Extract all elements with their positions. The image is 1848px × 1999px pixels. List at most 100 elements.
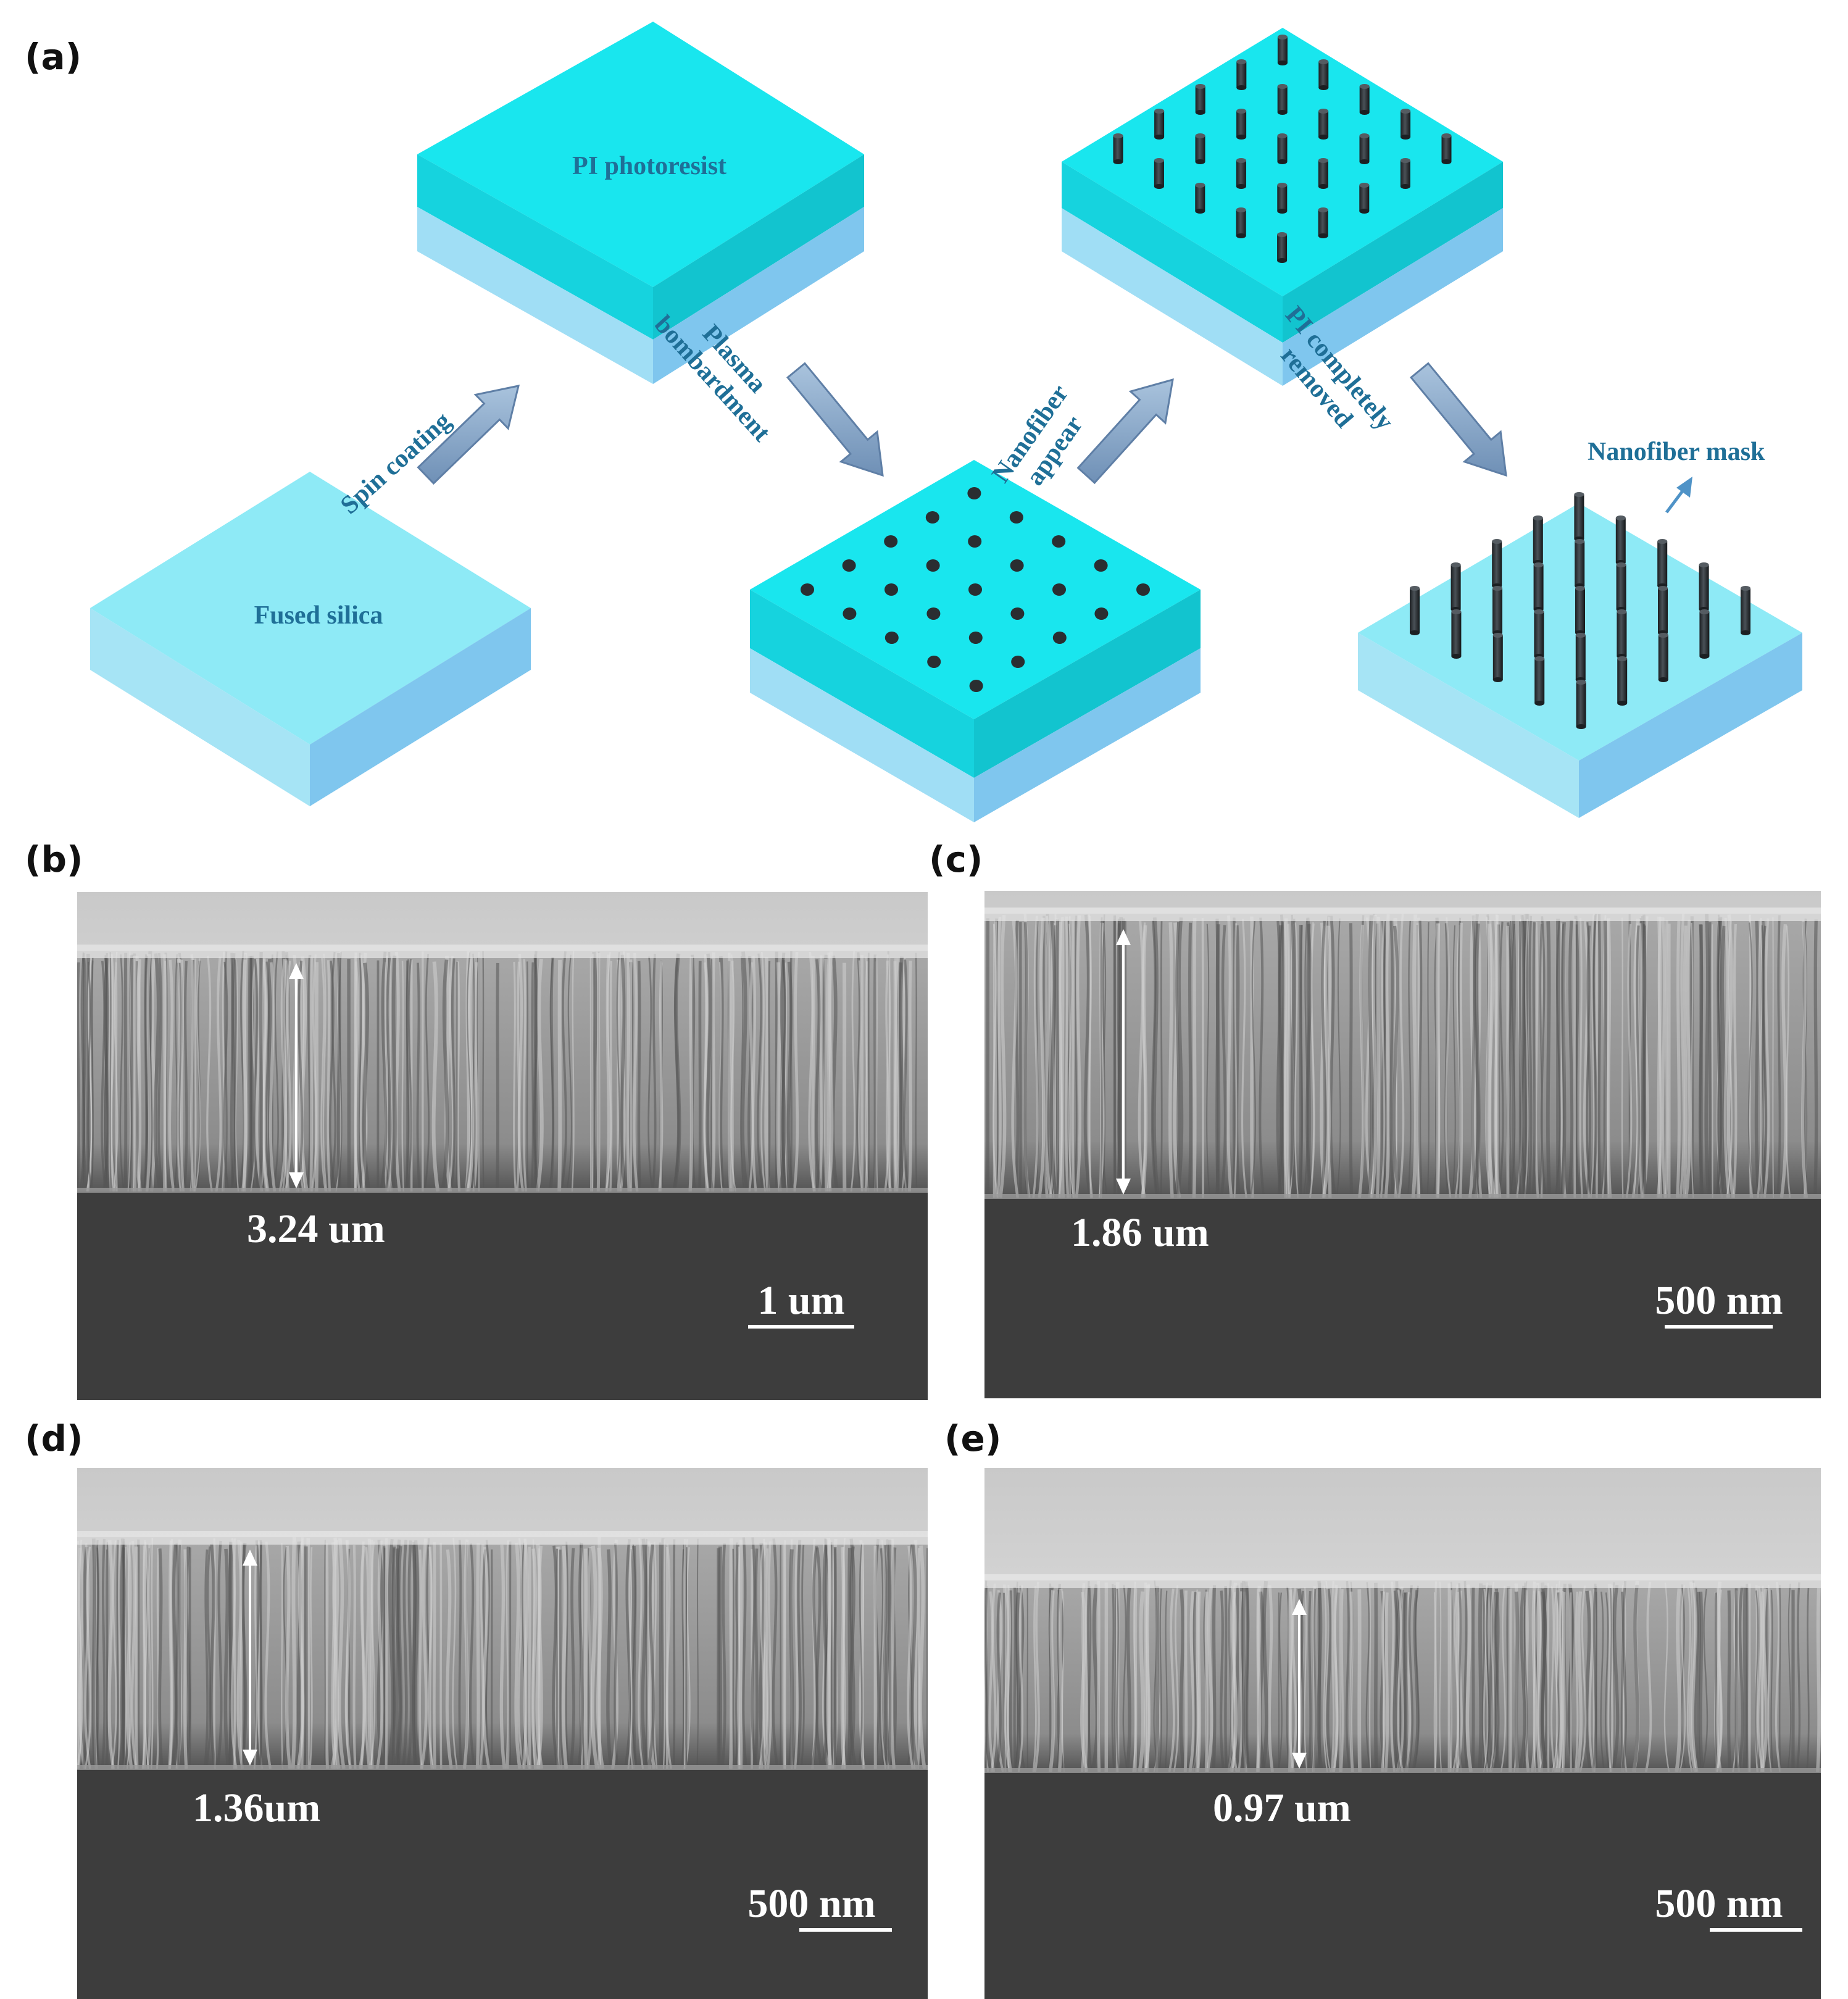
nanofiber-pillar — [1492, 539, 1502, 588]
scale-bar-label: 500 nm — [1655, 1278, 1783, 1323]
nanofiber-dot — [1094, 607, 1109, 620]
silica-left-face — [1062, 208, 1283, 386]
nanofiber-dot — [884, 535, 898, 548]
panel-label-d: (d) — [25, 1417, 83, 1459]
nanofiber-pillar — [1195, 133, 1205, 164]
resist-left-face — [417, 154, 653, 340]
photoresist-label: PI photoresist — [572, 152, 726, 180]
thickness-label: 0.97 um — [1213, 1785, 1351, 1830]
scale-bar-line — [799, 1928, 892, 1932]
nanofiber-pillar — [1615, 515, 1626, 565]
process-arrow — [786, 362, 884, 477]
panel-label-c: (c) — [929, 838, 983, 880]
nanofiber-pillar — [1575, 633, 1586, 682]
sem-fiber-strands — [77, 1537, 928, 1769]
nanofiber-pillar — [1699, 562, 1709, 612]
sem-fiber-strands — [984, 1580, 1821, 1772]
panel-label-b: (b) — [25, 838, 83, 880]
scale-bar-line — [1710, 1928, 1802, 1932]
nanofiber-dot — [884, 632, 899, 644]
nanofiber-dot — [1052, 632, 1067, 644]
process-arrow — [417, 385, 520, 485]
nanofiber-dot — [927, 656, 941, 668]
nanofiber-pillar — [1451, 562, 1461, 612]
scale-bar-line — [1665, 1325, 1773, 1329]
nanofiber-pillar — [1657, 539, 1668, 588]
sem-fiber-strands — [986, 913, 1818, 1198]
nanofiber-dot — [1052, 583, 1066, 596]
resist-right-face — [653, 154, 864, 340]
panel-label-a: (a) — [25, 36, 81, 78]
nanofiber-pillar — [1318, 207, 1328, 238]
nanofiber-dot — [1010, 559, 1024, 572]
nanofiber-pillar — [1617, 609, 1627, 659]
nanofiber-pillar — [1195, 84, 1205, 115]
nanofiber-dot — [842, 559, 856, 572]
resist-right-face — [1283, 162, 1503, 343]
nanofiber-pillar — [1359, 84, 1370, 115]
panel-label-e: (e) — [944, 1417, 1001, 1459]
scale-bar-label: 500 nm — [747, 1881, 875, 1926]
nanofiber-dot — [1094, 559, 1108, 572]
nanofiber-dot — [1009, 511, 1023, 524]
nanofiber-pillar — [1441, 133, 1452, 164]
nanofiber-pillar — [1617, 656, 1628, 706]
nanofiber-pillar — [1533, 515, 1543, 565]
nanofiber-pillar — [1277, 183, 1288, 214]
resist-right-face — [974, 590, 1201, 778]
nanofiber-pillar — [1318, 109, 1329, 140]
nanofiber-pillar — [1236, 158, 1246, 189]
thickness-label: 3.24 um — [247, 1206, 385, 1251]
sem-substrate — [77, 1191, 928, 1400]
silica-right-face — [1579, 633, 1802, 818]
thickness-arrow — [289, 963, 304, 1188]
nanofiber-pillar — [1492, 586, 1502, 635]
nanofiber-dot — [969, 680, 983, 692]
nanofiber-dot — [801, 583, 814, 596]
nanofiber-pillar — [1533, 562, 1544, 612]
nanofiber-pillar — [1534, 609, 1544, 659]
thickness-arrow — [1292, 1599, 1307, 1769]
nanofiber-pillar — [1318, 59, 1329, 90]
nanofiber-dot — [1052, 535, 1066, 548]
silica-right-face — [653, 207, 864, 384]
nanofiber-pillar — [1236, 109, 1247, 140]
scale-bar-label: 1 um — [757, 1278, 844, 1323]
scale-bar-line — [748, 1325, 854, 1329]
process-arrow — [1409, 362, 1507, 477]
nanofiber-pillars — [1410, 492, 1750, 729]
nanofiber-pillar — [1236, 207, 1246, 238]
nanofiber-pillar — [1658, 586, 1668, 635]
nanofiber-pillar — [1401, 109, 1411, 140]
sem-substrate — [984, 1772, 1821, 1999]
nanofiber-pillar — [1236, 59, 1247, 90]
sem-substrate — [77, 1769, 928, 1999]
nanofiber-pillar — [1575, 586, 1585, 635]
substrate-block: Fused silica — [90, 472, 531, 806]
nanofiber-pillar — [1576, 680, 1586, 729]
nanofiber-pillar — [1359, 183, 1370, 214]
silica-left-face — [750, 648, 974, 822]
sem-image-b: 3.24 um 1 um — [77, 892, 928, 1400]
sem-fiber-layer — [77, 951, 928, 1191]
nanofiber-pillar — [1410, 586, 1420, 635]
nanofiber-pillar — [1318, 158, 1328, 189]
nanofiber-pillar — [1277, 84, 1288, 115]
silica-left-face — [417, 207, 653, 384]
nanofiber-pillar — [1534, 656, 1545, 706]
mask-label: Nanofiber mask — [1588, 438, 1765, 466]
thickness-label: 1.36um — [193, 1785, 320, 1830]
bombarded-block — [750, 460, 1201, 822]
nanofiber-block — [1062, 28, 1503, 386]
photoresist-block: PI photoresist — [417, 22, 864, 384]
nanofiber-pillars — [1113, 35, 1452, 263]
nanofiber-pillar — [1575, 539, 1585, 588]
silica-right-face — [974, 648, 1201, 822]
nanofiber-dot — [926, 559, 940, 572]
process-arrows — [417, 362, 1507, 485]
nanofiber-pillar — [1154, 109, 1165, 140]
nanofiber-dot — [967, 487, 981, 499]
silica-left-face — [1358, 633, 1579, 818]
